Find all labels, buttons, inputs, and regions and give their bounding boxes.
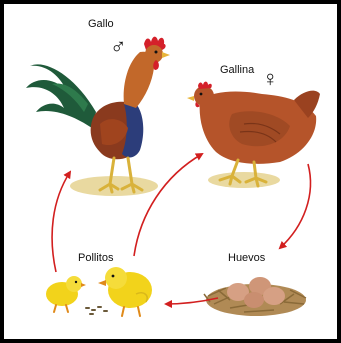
hen-beak <box>187 96 194 101</box>
chick-large <box>98 267 152 316</box>
seed-grains <box>86 307 107 314</box>
rooster-head <box>145 45 163 63</box>
female-symbol-icon: ♀ <box>262 68 279 90</box>
hen-comb <box>198 82 212 89</box>
hen-illustration <box>187 82 320 188</box>
arrow-chicks-to-hen <box>134 154 202 256</box>
diagram-canvas <box>4 4 337 339</box>
male-symbol-icon: ♂ <box>110 36 127 58</box>
rooster-eye <box>155 51 158 54</box>
label-eggs: Huevos <box>228 252 265 264</box>
arrow-chicks-to-rooster <box>52 172 70 272</box>
label-hen: Gallina <box>220 64 254 76</box>
rooster-beak <box>162 52 170 58</box>
rooster-illustration <box>26 37 170 196</box>
arrow-hen-to-eggs <box>280 164 310 248</box>
hen-eye <box>200 93 203 96</box>
egg <box>263 287 285 305</box>
label-chicks: Pollitos <box>78 252 113 264</box>
chicks-illustration <box>46 267 152 316</box>
chick-small <box>46 276 86 312</box>
rooster-tail <box>26 64 96 128</box>
label-rooster: Gallo <box>88 18 114 30</box>
egg <box>244 292 264 308</box>
nest-illustration <box>204 277 306 316</box>
